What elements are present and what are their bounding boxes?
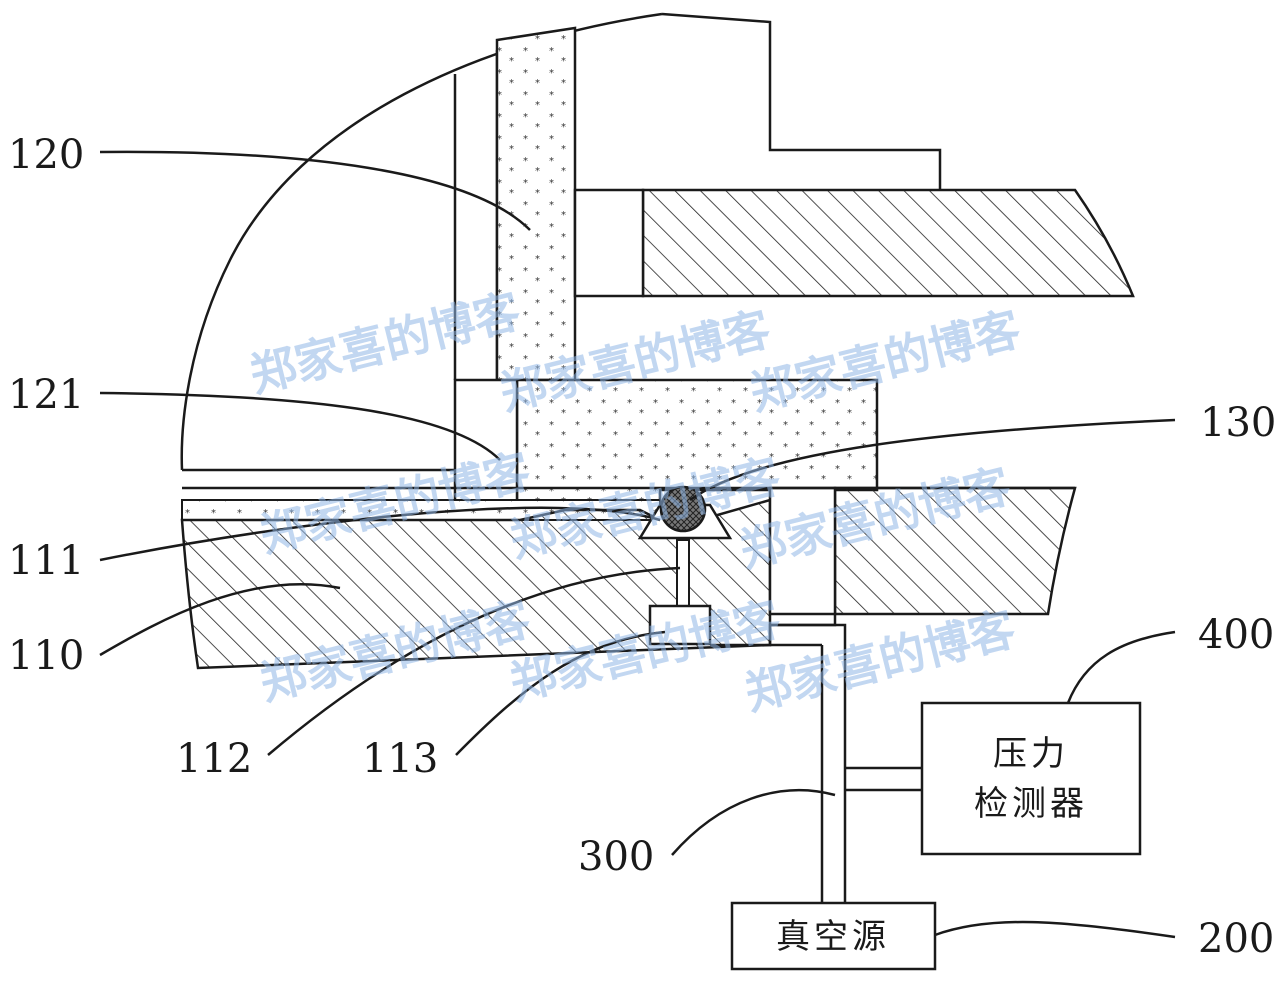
watermark: 郑家喜的博客	[745, 302, 1026, 421]
leader-111	[99, 506, 661, 562]
leader-112	[267, 566, 681, 756]
leader-130	[689, 418, 1176, 502]
ref-121: 121	[8, 372, 84, 418]
right-gap	[768, 486, 837, 616]
pipe-300	[770, 623, 847, 903]
pressure-detector-line1: 压力	[993, 734, 1069, 774]
right-block	[833, 486, 1077, 616]
ref-200: 200	[1198, 916, 1274, 962]
pressure-detector-box	[920, 701, 1142, 856]
ref-400: 400	[1198, 612, 1274, 658]
ref-110: 110	[8, 633, 84, 679]
upper-frame-outline	[661, 12, 942, 190]
ref-111: 111	[8, 538, 84, 584]
leader-120	[99, 150, 531, 231]
vacuum-source-label: 真空源	[776, 917, 890, 957]
ref-120: 120	[8, 132, 84, 178]
upper-plate	[641, 188, 1135, 298]
ref-112: 112	[176, 736, 252, 782]
leader-400	[1066, 630, 1176, 704]
leader-121	[99, 391, 501, 461]
ref-113: 113	[362, 736, 438, 782]
vacuum-source-box	[730, 901, 937, 971]
upper-plate-gap	[573, 188, 645, 298]
pressure-detector-line2: 检测器	[974, 784, 1088, 824]
ref-130: 130	[1200, 400, 1276, 446]
pipe-branch	[845, 766, 922, 792]
leader-113	[455, 630, 666, 756]
leader-300	[671, 788, 836, 856]
ref-300: 300	[578, 834, 654, 880]
chamber-113	[648, 604, 712, 646]
channel-112	[676, 539, 690, 609]
leader-200	[934, 920, 1176, 939]
leader-110	[99, 583, 341, 657]
